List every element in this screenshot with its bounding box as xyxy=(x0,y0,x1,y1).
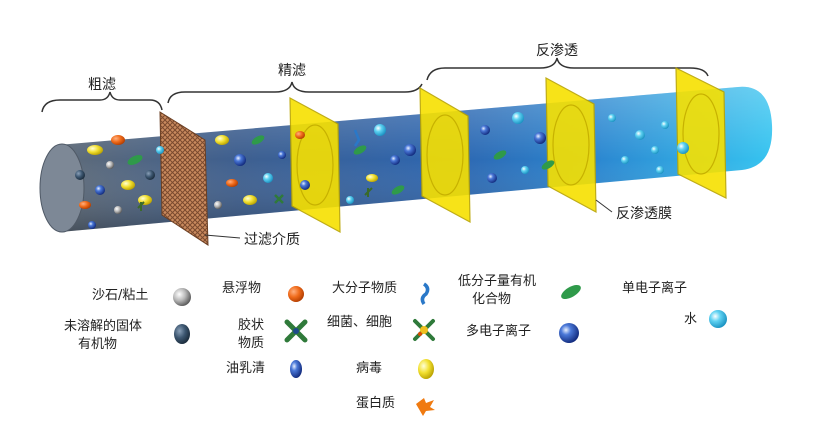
callout-filter-media: 过滤介质 xyxy=(244,232,300,248)
multi-ion-icon xyxy=(559,323,579,343)
legend-colloid-line2: 物质 xyxy=(238,336,264,352)
legend-low-mw-organic-line1: 低分子量有机 xyxy=(458,274,536,290)
stage-label-coarse: 粗滤 xyxy=(88,74,116,94)
low-mw-organic-icon xyxy=(559,282,583,302)
legend-low-mw-organic-line2: 化合物 xyxy=(472,292,511,308)
legend-sand: 沙石/粘土 xyxy=(92,288,148,304)
suspended-icon xyxy=(288,286,304,302)
sand-icon xyxy=(173,288,191,306)
legend-water: 水 xyxy=(684,312,697,328)
ro-membrane-3 xyxy=(676,68,726,198)
colloid-icon xyxy=(287,322,305,340)
legend-virus: 病毒 xyxy=(356,361,382,377)
protein-icon xyxy=(416,398,435,416)
legend-macromolecule: 大分子物质 xyxy=(332,281,397,297)
oil-whey-icon xyxy=(290,360,302,378)
undissolved-solid-icon xyxy=(174,324,190,344)
legend-protein: 蛋白质 xyxy=(356,396,395,412)
pipe-inlet xyxy=(40,144,84,232)
legend-suspended: 悬浮物 xyxy=(222,281,261,297)
legend-multi-ion: 多电子离子 xyxy=(466,324,531,340)
filter-media-mesh xyxy=(160,112,208,245)
stage-label-fine: 精滤 xyxy=(278,60,306,80)
legend-organic-matter: 有机物 xyxy=(78,337,117,353)
legend-single-ion: 单电子离子 xyxy=(622,281,687,297)
legend-colloid-line1: 胶状 xyxy=(238,318,264,334)
legend-undissolved-solid: 未溶解的固体 xyxy=(64,319,142,335)
stage-label-ro: 反渗透 xyxy=(536,40,578,60)
legend-bacteria-cells: 细菌、细胞 xyxy=(327,315,392,331)
legend-oil-whey: 油乳清 xyxy=(226,361,265,377)
macromolecule-icon xyxy=(422,284,427,304)
callout-ro-membrane: 反渗透膜 xyxy=(616,206,672,222)
ro-membrane-2 xyxy=(546,78,596,212)
water-icon xyxy=(709,310,727,328)
bacteria-icon xyxy=(415,321,433,339)
ro-membrane-1 xyxy=(420,88,470,222)
virus-icon xyxy=(418,359,434,379)
fine-filter-membrane xyxy=(290,98,340,232)
